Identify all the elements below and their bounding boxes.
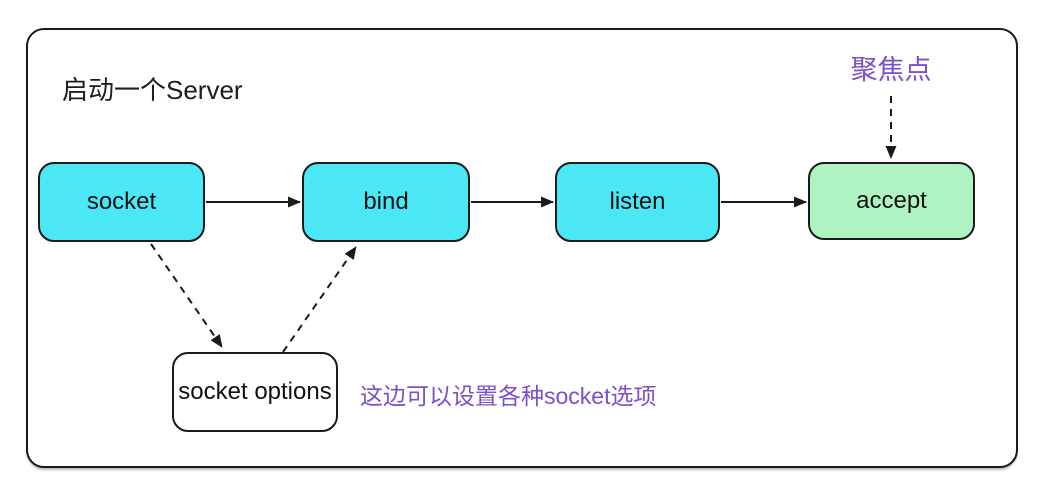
- flow-node-listen: listen: [555, 162, 720, 242]
- flow-node-socket-label: socket: [86, 188, 157, 215]
- flow-node-socket-options-label: socket options: [178, 378, 332, 405]
- socket-options-annotation: 这边可以设置各种socket选项: [360, 383, 657, 409]
- flow-node-accept-label: accept: [856, 187, 927, 214]
- focus-point-label: 聚焦点: [850, 55, 932, 85]
- diagram-title: 启动一个Server: [62, 75, 243, 105]
- flow-node-bind-label: bind: [363, 188, 409, 215]
- flow-node-listen-label: listen: [609, 188, 666, 215]
- flow-node-accept: accept: [808, 162, 975, 240]
- flow-node-bind: bind: [302, 162, 470, 242]
- flow-node-socket-options: socket options: [172, 352, 338, 432]
- flow-node-socket: socket: [38, 162, 205, 242]
